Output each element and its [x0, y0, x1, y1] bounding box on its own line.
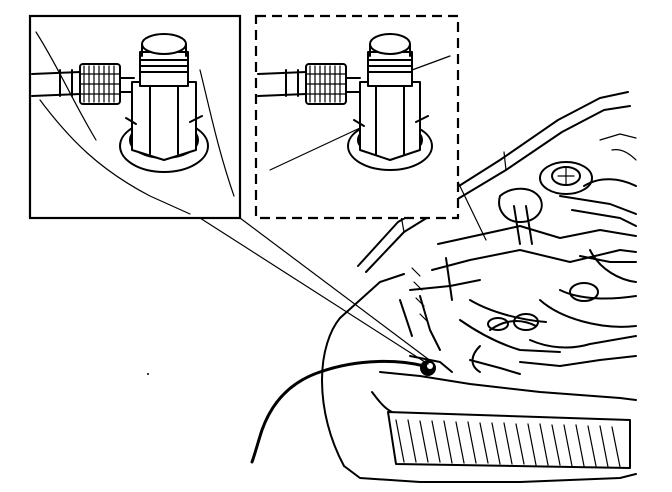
detail-panel-dashed	[254, 14, 460, 220]
service-port-on-vehicle	[409, 355, 453, 376]
leader-lines	[199, 177, 487, 365]
grille	[387, 411, 631, 469]
fender-outline	[321, 317, 345, 467]
car-front-illustration	[250, 91, 637, 483]
engine-components	[399, 133, 637, 375]
bumper-outline	[343, 465, 637, 483]
hood-outline	[357, 91, 629, 267]
detail-panel-solid	[28, 14, 242, 220]
body-edge	[339, 273, 405, 319]
front-lip	[379, 371, 637, 401]
speck	[147, 373, 149, 375]
service-hose	[250, 359, 426, 464]
reservoir-cap	[539, 161, 593, 195]
headlight-outline	[371, 391, 393, 413]
